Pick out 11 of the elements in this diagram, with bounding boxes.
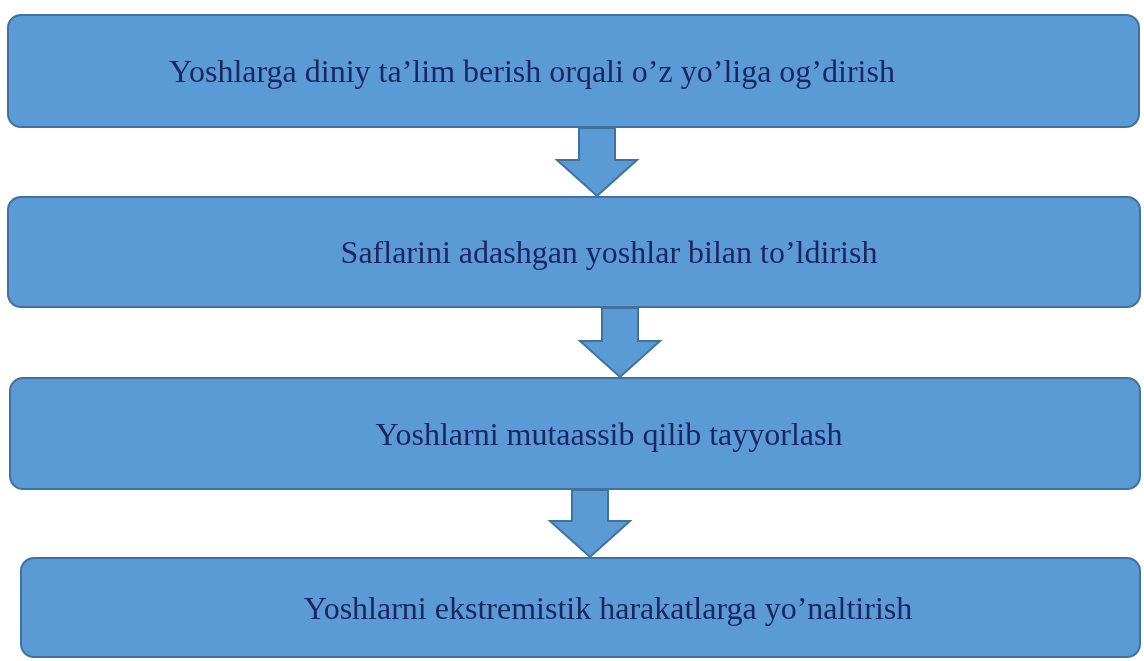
block-arrow: [577, 307, 663, 379]
process-box: [9, 377, 1141, 490]
process-box: [7, 14, 1140, 128]
process-box: [20, 557, 1141, 658]
step-text: Yoshlarni ekstremistik harakatlarga yo’naltirish: [303, 591, 913, 624]
step-text: Saflarini adashgan yoshlar bilan to’ldirish: [340, 236, 878, 268]
step-text: Yoshlarga diniy ta’lim berish orqali o’z yo’liga og’dirish: [169, 55, 895, 87]
process-box: [7, 196, 1141, 308]
step-text: Yoshlarni mutaassib qilib tayyorlash: [375, 417, 843, 450]
block-arrow: [554, 127, 640, 198]
block-arrow: [547, 489, 633, 559]
